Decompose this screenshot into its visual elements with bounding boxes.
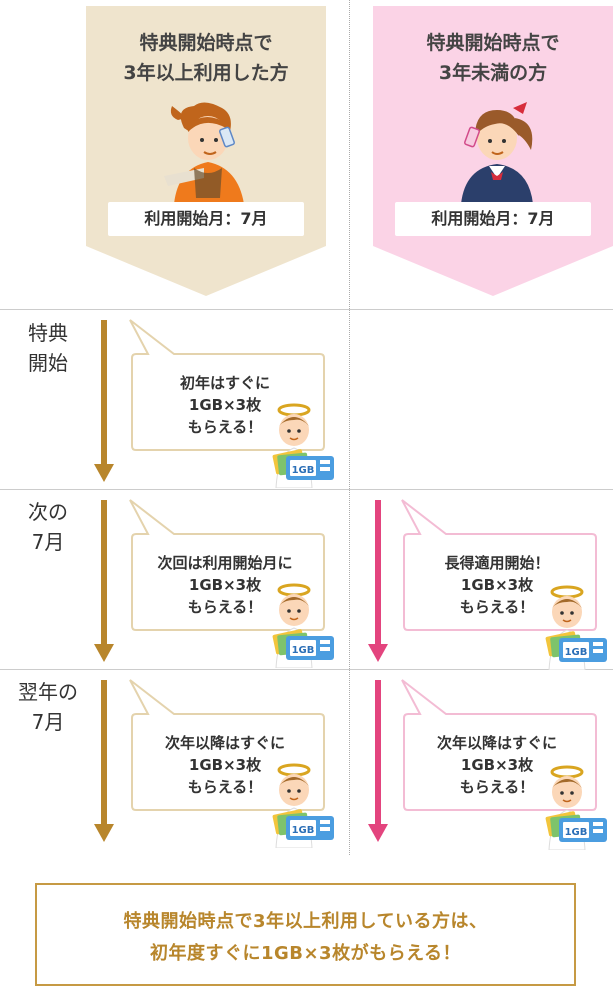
schoolgirl-phone-icon (461, 102, 533, 204)
row-divider (0, 669, 613, 670)
row-label-next-july: 次の 7月 (28, 500, 68, 554)
row-divider (0, 309, 613, 310)
banner-title: 特典開始時点で 3年未満の方 (426, 32, 560, 84)
angel-boy-icon: 1GB (268, 400, 338, 489)
woman-phone-icon (164, 102, 244, 204)
summary-box: 特典開始時点で3年以上利用している方は、 初年度すぐに1GB×3枚がもらえる！ (35, 883, 576, 986)
speech-bubble: 次回は利用開始月に 1GB×3枚 もらえる！ (128, 498, 328, 632)
timeline-arrow-left (94, 500, 114, 662)
summary-line-2: 初年度すぐに1GB×3枚がもらえる！ (149, 943, 462, 964)
speech-bubble: 初年はすぐに 1GB×3枚 もらえる！ (128, 318, 328, 452)
timeline-arrow-left (94, 680, 114, 842)
data-card-icon: 1GB (292, 825, 315, 836)
banner-title: 特典開始時点で 3年以上利用した方 (123, 32, 289, 84)
speech-bubble: 次年以降はすぐに 1GB×3枚 もらえる！ (128, 678, 328, 812)
summary-line-1: 特典開始時点で3年以上利用している方は、 (123, 911, 488, 932)
row-label-start: 特典 開始 (28, 321, 68, 375)
start-month-label: 利用開始月：7月 (395, 202, 591, 236)
timeline-arrow-right (368, 680, 388, 842)
speech-bubble: 長得適用開始！ 1GB×3枚 もらえる！ (400, 498, 600, 632)
row-label-next-year-july: 翌年の 7月 (18, 680, 78, 734)
column-divider (349, 0, 350, 855)
angel-boy-icon: 1GB (268, 580, 338, 669)
start-month-label: 利用開始月：7月 (108, 202, 304, 236)
timeline-arrow-left (94, 320, 114, 482)
timeline-arrow-right (368, 500, 388, 662)
row-divider (0, 489, 613, 490)
angel-boy-icon: 1GB (541, 582, 611, 671)
data-card-icon: 1GB (292, 465, 315, 476)
speech-bubble: 次年以降はすぐに 1GB×3枚 もらえる！ (400, 678, 600, 812)
banner-under-3years: 特典開始時点で 3年未満の方 利用開始月：7月 (373, 6, 613, 296)
data-card-icon: 1GB (565, 647, 588, 658)
banner-3years-plus: 特典開始時点で 3年以上利用した方 利用開始月：7月 (86, 6, 326, 296)
angel-boy-icon: 1GB (268, 760, 338, 849)
data-card-icon: 1GB (565, 827, 588, 838)
angel-boy-icon: 1GB (541, 762, 611, 851)
data-card-icon: 1GB (292, 645, 315, 656)
